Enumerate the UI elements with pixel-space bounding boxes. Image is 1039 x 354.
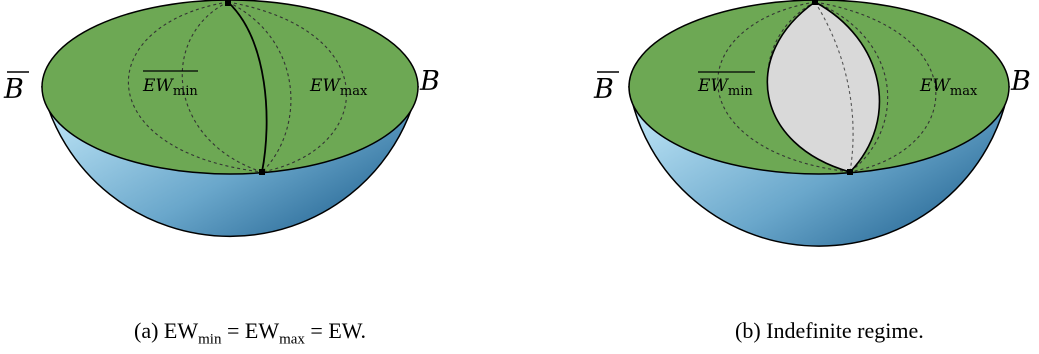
boundary-disk-a [41, 0, 419, 175]
geodesic-family-b [717, 1, 937, 173]
caption-a-mid: = EW [221, 318, 280, 343]
geodesic-left-inner-a [181, 1, 263, 173]
boundary-label-right-b: B [1010, 66, 1031, 97]
boundary-label-left-b: B [593, 74, 614, 105]
geodesic-left-outer-a [127, 1, 263, 173]
geodesic-right-inner-a [227, 1, 292, 173]
endpoint-bottom-a [259, 169, 265, 175]
panel-a: B B EWmin EWmax [3, 0, 440, 238]
geodesic-left-outer-b [717, 1, 851, 173]
endpoint-top-b [812, 0, 818, 5]
ew-min-label-b: EWmin [697, 76, 753, 99]
boundary-label-left-a: B [3, 74, 24, 105]
endpoint-top-a [225, 0, 231, 6]
geodesic-right-outer-a [227, 1, 347, 173]
caption-a-sub-max: max [279, 331, 305, 348]
geodesic-right-outer-b [814, 1, 937, 173]
ew-max-label-a: EWmax [309, 76, 368, 99]
ew-min-label-a: EWmin [142, 76, 198, 99]
boundary-label-right-a: B [419, 66, 440, 97]
entanglement-wedge-surface-a [227, 1, 268, 173]
geodesic-right-inner-b [814, 1, 889, 173]
ew-max-label-b: EWmax [919, 76, 978, 99]
caption-a: (a) EWmin = EWmax = EW. [134, 318, 366, 348]
caption-a-suffix: = EW. [304, 318, 367, 343]
endpoint-bottom-b [847, 169, 853, 175]
extremal-surface-midline-b [814, 1, 854, 173]
geodesic-family-a [127, 1, 347, 173]
panel-b: B B EWmin EWmax [593, 0, 1031, 247]
caption-a-prefix: (a) EW [134, 318, 199, 343]
caption-b: (b) Indefinite regime. [735, 318, 924, 344]
caption-a-sub-min: min [198, 331, 222, 348]
caption-b-text: (b) Indefinite regime. [735, 318, 924, 343]
